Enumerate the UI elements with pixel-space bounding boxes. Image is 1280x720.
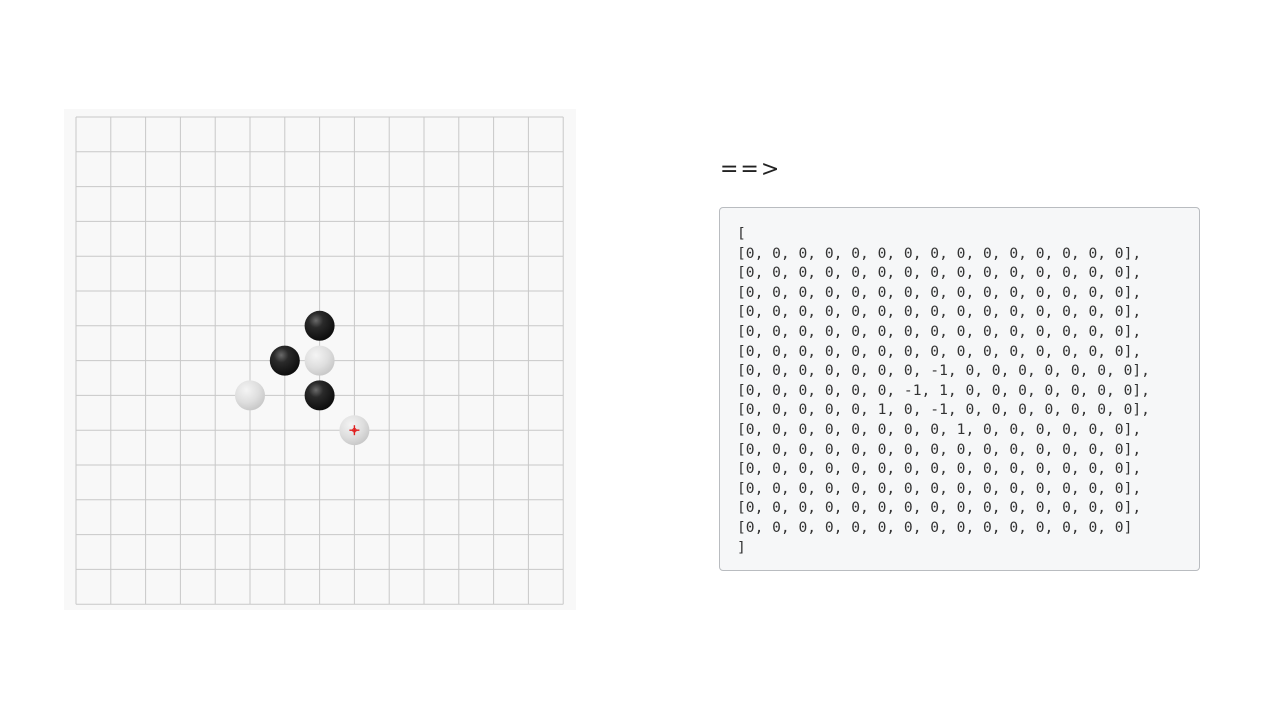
matrix-row: [0, 0, 0, 0, 0, 0, 0, 0, 0, 0, 0, 0, 0, … xyxy=(737,303,1142,321)
matrix-row: [0, 0, 0, 0, 0, 0, 0, 0, 0, 0, 0, 0, 0, … xyxy=(737,518,1133,536)
arrow-label: ==> xyxy=(720,157,782,182)
matrix-rows: [0, 0, 0, 0, 0, 0, 0, 0, 0, 0, 0, 0, 0, … xyxy=(737,245,1150,536)
matrix-row: [0, 0, 0, 0, 0, 0, 0, 0, 0, 0, 0, 0, 0, … xyxy=(737,479,1142,497)
matrix-row: [0, 0, 0, 0, 0, 0, 0, 0, 0, 0, 0, 0, 0, … xyxy=(737,283,1142,301)
matrix-output-box: [ [0, 0, 0, 0, 0, 0, 0, 0, 0, 0, 0, 0, 0… xyxy=(719,207,1200,571)
black-stone xyxy=(269,345,300,376)
matrix-row: [0, 0, 0, 0, 0, 0, 0, -1, 0, 0, 0, 0, 0,… xyxy=(737,362,1150,380)
matrix-row: [0, 0, 0, 0, 0, 0, 0, 0, 0, 0, 0, 0, 0, … xyxy=(737,440,1142,458)
matrix-row: [0, 0, 0, 0, 0, 0, 0, 0, 0, 0, 0, 0, 0, … xyxy=(737,460,1142,478)
matrix-row: [0, 0, 0, 0, 0, 0, 0, 0, 1, 0, 0, 0, 0, … xyxy=(737,420,1142,438)
crosshair-icon xyxy=(349,425,360,436)
matrix-row: [0, 0, 0, 0, 0, 0, 0, 0, 0, 0, 0, 0, 0, … xyxy=(737,264,1142,282)
white-stone xyxy=(304,345,335,376)
gomoku-board[interactable] xyxy=(64,109,576,610)
matrix-row: [0, 0, 0, 0, 0, 0, 0, 0, 0, 0, 0, 0, 0, … xyxy=(737,499,1142,517)
matrix-text: [ [0, 0, 0, 0, 0, 0, 0, 0, 0, 0, 0, 0, 0… xyxy=(737,224,1199,557)
white-stone xyxy=(235,380,265,411)
matrix-close-bracket: ] xyxy=(737,538,746,556)
white-stone xyxy=(339,415,370,446)
board-stones xyxy=(235,310,370,446)
board-canvas[interactable] xyxy=(64,109,576,610)
matrix-row: [0, 0, 0, 0, 0, 0, 0, 0, 0, 0, 0, 0, 0, … xyxy=(737,342,1142,360)
matrix-row: [0, 0, 0, 0, 0, 1, 0, -1, 0, 0, 0, 0, 0,… xyxy=(737,401,1150,419)
black-stone xyxy=(304,310,335,341)
matrix-row: [0, 0, 0, 0, 0, 0, -1, 1, 0, 0, 0, 0, 0,… xyxy=(737,381,1150,399)
matrix-row: [0, 0, 0, 0, 0, 0, 0, 0, 0, 0, 0, 0, 0, … xyxy=(737,322,1142,340)
matrix-open-bracket: [ xyxy=(737,225,746,242)
black-stone xyxy=(304,380,335,411)
matrix-row: [0, 0, 0, 0, 0, 0, 0, 0, 0, 0, 0, 0, 0, … xyxy=(737,244,1142,262)
